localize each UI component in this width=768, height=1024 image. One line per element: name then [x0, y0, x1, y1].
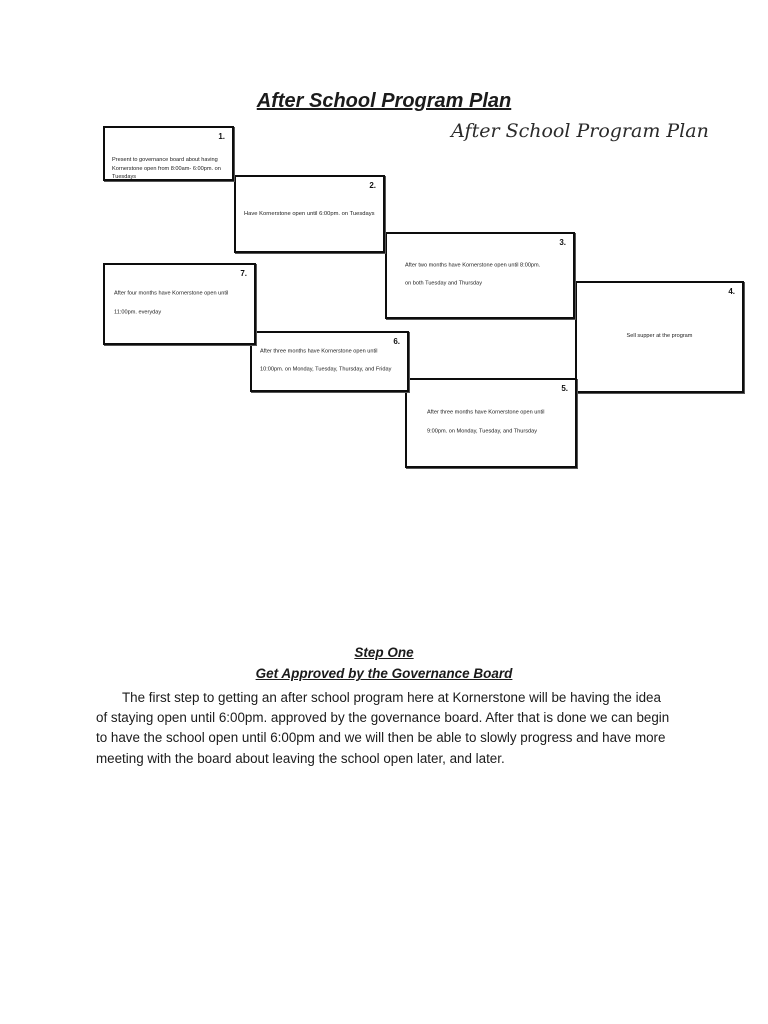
flowchart: 1. Present to governance board about hav… — [0, 0, 768, 500]
node-number: 4. — [728, 287, 735, 296]
flowchart-node-6: 6. After three months have Kornerstone o… — [250, 331, 409, 392]
flowchart-node-4: 4. Sell supper at the program — [575, 281, 744, 393]
page-title: After School Program Plan — [256, 90, 512, 112]
node-text: Have Kornerstone open until 6:00pm. on T… — [244, 210, 375, 217]
flowchart-node-5: 5. After three months have Kornerstone o… — [405, 378, 577, 468]
step-heading: Step One — [354, 645, 414, 660]
step-subheading: Get Approved by the Governance Board — [255, 666, 513, 682]
step-section: Step One Get Approved by the Governance … — [96, 643, 672, 782]
flowchart-node-1: 1. Present to governance board about hav… — [103, 126, 234, 181]
node-number: 3. — [559, 238, 566, 247]
decorative-title: After School Program Plan — [451, 120, 709, 142]
node-number: 6. — [393, 337, 400, 346]
node-text: After three months have Kornerstone open… — [427, 409, 545, 435]
flowchart-node-3: 3. After two months have Kornerstone ope… — [385, 232, 575, 319]
node-number: 2. — [369, 181, 376, 190]
node-text: Present to governance board about having… — [112, 157, 221, 181]
flowchart-node-2: 2. Have Kornerstone open until 6:00pm. o… — [234, 175, 385, 253]
node-text: After two months have Kornerstone open u… — [405, 262, 541, 287]
node-number: 1. — [218, 132, 225, 141]
step-paragraph: The first step to getting an after schoo… — [96, 689, 670, 766]
node-text: Sell supper at the program — [626, 333, 693, 340]
flowchart-node-7: 7. After four months have Kornerstone op… — [103, 263, 256, 345]
node-number: 7. — [240, 269, 247, 278]
node-text: After four months have Kornerstone open … — [114, 290, 229, 316]
node-text: After three months have Kornerstone open… — [260, 348, 392, 373]
node-number: 5. — [561, 384, 568, 393]
